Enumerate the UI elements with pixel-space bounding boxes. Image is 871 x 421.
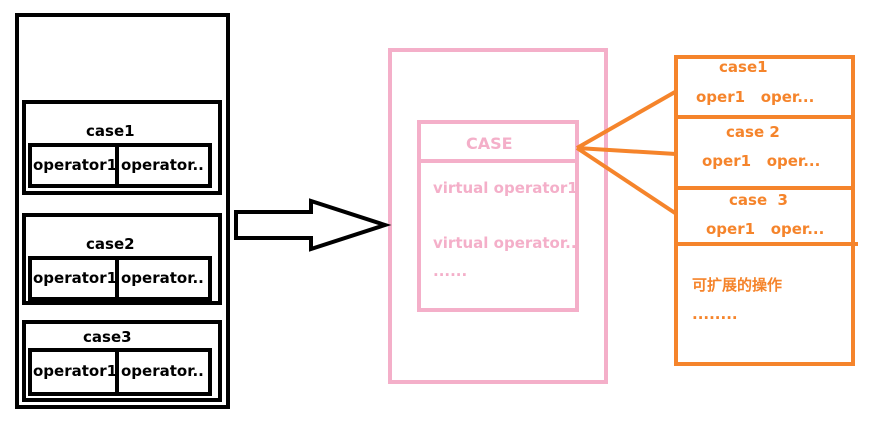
fan-line-to-case3: [575, 146, 677, 215]
left-case3-op1: operator1: [33, 362, 118, 380]
right-case3-title: case 3: [729, 191, 788, 209]
middle-container: [388, 48, 608, 384]
left-case2-op1: operator1: [33, 269, 118, 287]
fan-line-to-case2: [576, 146, 677, 156]
right-divider-1: [674, 115, 855, 119]
right-case1-title: case1: [719, 58, 768, 76]
middle-virtual-op2: virtual operator..: [433, 234, 577, 252]
left-case3-box: [22, 320, 222, 402]
right-extensible-text: 可扩展的操作: [692, 276, 783, 294]
middle-virtual-op1: virtual operator1: [433, 179, 578, 197]
right-case3-ops: oper1 oper...: [706, 220, 825, 238]
left-case2-op2-box: [115, 256, 212, 301]
left-case1-op1: operator1: [33, 156, 118, 174]
right-divider-2: [674, 186, 855, 190]
right-ellipsis: ........: [692, 305, 738, 323]
middle-case-box: [417, 120, 579, 312]
left-case2-op2: operator..: [121, 269, 204, 287]
middle-ellipsis: ......: [433, 262, 468, 280]
right-divider-3: [674, 242, 858, 246]
left-case3-title: case3: [83, 328, 132, 346]
big-right-arrow: [234, 198, 392, 252]
left-case2-title: case2: [86, 235, 135, 253]
left-case1-title: case1: [86, 122, 135, 140]
left-case2-box: [22, 213, 222, 305]
left-case3-op2: operator..: [121, 362, 204, 380]
right-case1-ops: oper1 oper...: [696, 88, 815, 106]
left-container: [15, 13, 230, 409]
middle-case-divider: [417, 159, 579, 163]
left-case3-op2-box: [115, 348, 212, 396]
right-container: [674, 55, 855, 366]
left-case1-op2: operator..: [121, 156, 204, 174]
middle-case-title: CASE: [466, 134, 513, 153]
fan-line-to-case1: [576, 90, 676, 150]
left-case1-box: [22, 100, 222, 195]
left-case1-op2-box: [115, 143, 212, 188]
right-case2-ops: oper1 oper...: [702, 152, 821, 170]
right-case2-title: case 2: [726, 123, 780, 141]
